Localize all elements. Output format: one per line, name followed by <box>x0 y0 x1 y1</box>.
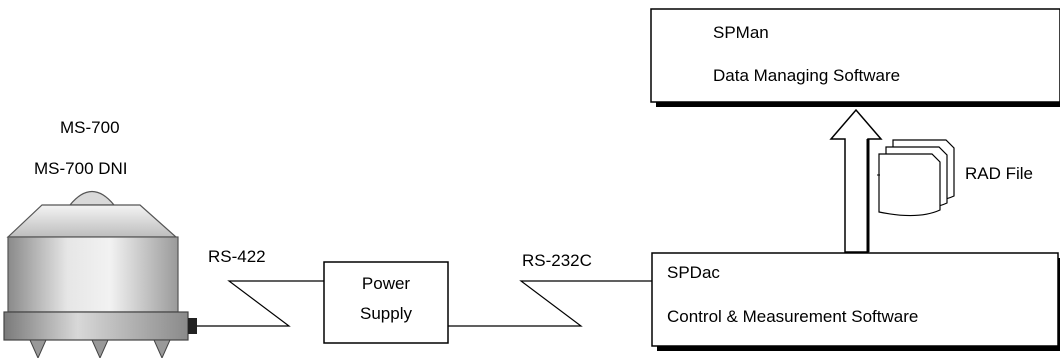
sensor-model-label: MS-700 <box>60 118 120 137</box>
power-supply-box <box>323 261 449 344</box>
upload-arrow <box>829 108 883 253</box>
rad-file-icon <box>877 139 955 217</box>
ms700-sensor-icon <box>3 190 197 358</box>
sensor-model-dni-label: MS-700 DNI <box>34 159 128 178</box>
spdac-box <box>651 252 1060 351</box>
rs232c-label: RS-232C <box>522 251 592 270</box>
spdac-title: SPDac <box>667 263 720 282</box>
rad-file-label: RAD File <box>965 164 1034 183</box>
power-supply-line1: Power <box>361 274 411 293</box>
rs232c-cable <box>448 280 652 327</box>
spman-box <box>650 8 1060 107</box>
rs422-cable <box>197 280 324 327</box>
spman-title: SPMan <box>713 23 769 42</box>
power-supply-line2: Supply <box>360 304 412 323</box>
spdac-subtitle: Control & Measurement Software <box>667 307 919 326</box>
rs422-label: RS-422 <box>208 247 266 266</box>
spman-subtitle: Data Managing Software <box>713 66 901 85</box>
